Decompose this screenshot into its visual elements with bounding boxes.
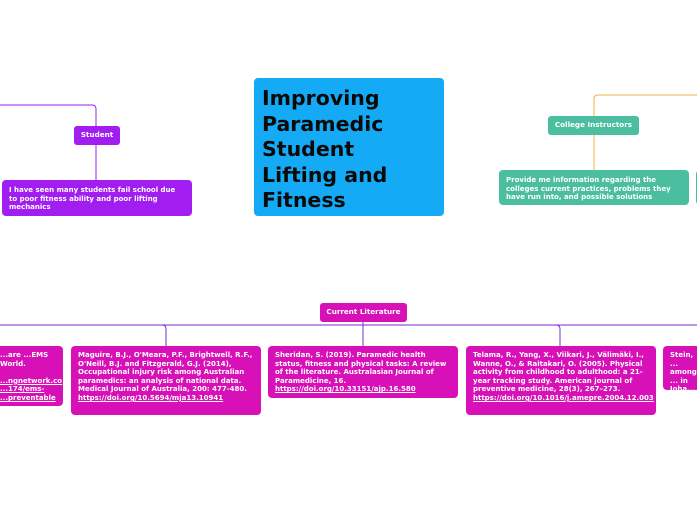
instructors-note[interactable]: Provide me information regarding the col… [499, 170, 689, 205]
instructors-label: College Instructors [554, 120, 633, 129]
reference-node-2[interactable]: Maguire, B.J., O'Meara, P.F., Brightwell… [71, 346, 261, 415]
central-topic[interactable]: Improving Paramedic Student Lifting and … [254, 78, 444, 216]
central-title: Improving Paramedic Student Lifting and … [262, 86, 388, 212]
literature-label: Current Literature [326, 307, 401, 316]
student-node[interactable]: Student [74, 126, 120, 145]
student-label: Student [80, 130, 114, 139]
reference-3-text: Sheridan, S. (2019). Paramedic health st… [275, 351, 447, 385]
student-connector [0, 104, 97, 126]
ref-connector-2 [161, 324, 167, 346]
student-note-text: I have seen many students fail school du… [9, 186, 176, 212]
reference-3-link[interactable]: https://doi.org/10.33151/ajp.16.580 [275, 385, 416, 394]
reference-2-text: Maguire, B.J., O'Meara, P.F., Brightwell… [78, 351, 253, 394]
reference-node-3[interactable]: Sheridan, S. (2019). Paramedic health st… [268, 346, 458, 398]
literature-node[interactable]: Current Literature [320, 303, 407, 322]
reference-2-link[interactable]: https://doi.org/10.5694/mja13.10941 [78, 393, 224, 402]
reference-node-4[interactable]: Telama, R., Yang, X., Viikari, J., Välim… [466, 346, 656, 415]
reference-node-1[interactable]: ...are ...EMS World. ...ngnetwork.co ...… [0, 346, 63, 406]
reference-1-text: ...are ...EMS World. [0, 351, 49, 368]
instructors-note-text: Provide me information regarding the col… [506, 176, 671, 202]
instructors-connector [593, 94, 697, 116]
reference-5-text: Stein, ... among ... in Joha... Journa..… [670, 351, 697, 390]
ref-connector-4 [555, 324, 561, 346]
reference-4-text: Telama, R., Yang, X., Viikari, J., Välim… [473, 351, 644, 394]
student-note[interactable]: I have seen many students fail school du… [2, 180, 192, 216]
reference-4-link[interactable]: https://doi.org/10.1016/j.amepre.2004.12… [473, 393, 654, 402]
reference-1-link[interactable]: ...ngnetwork.co ...174/ems- ...preventab… [0, 376, 63, 402]
instructors-node[interactable]: College Instructors [548, 116, 639, 135]
reference-node-5[interactable]: Stein, ... among ... in Joha... Journa..… [663, 346, 697, 390]
